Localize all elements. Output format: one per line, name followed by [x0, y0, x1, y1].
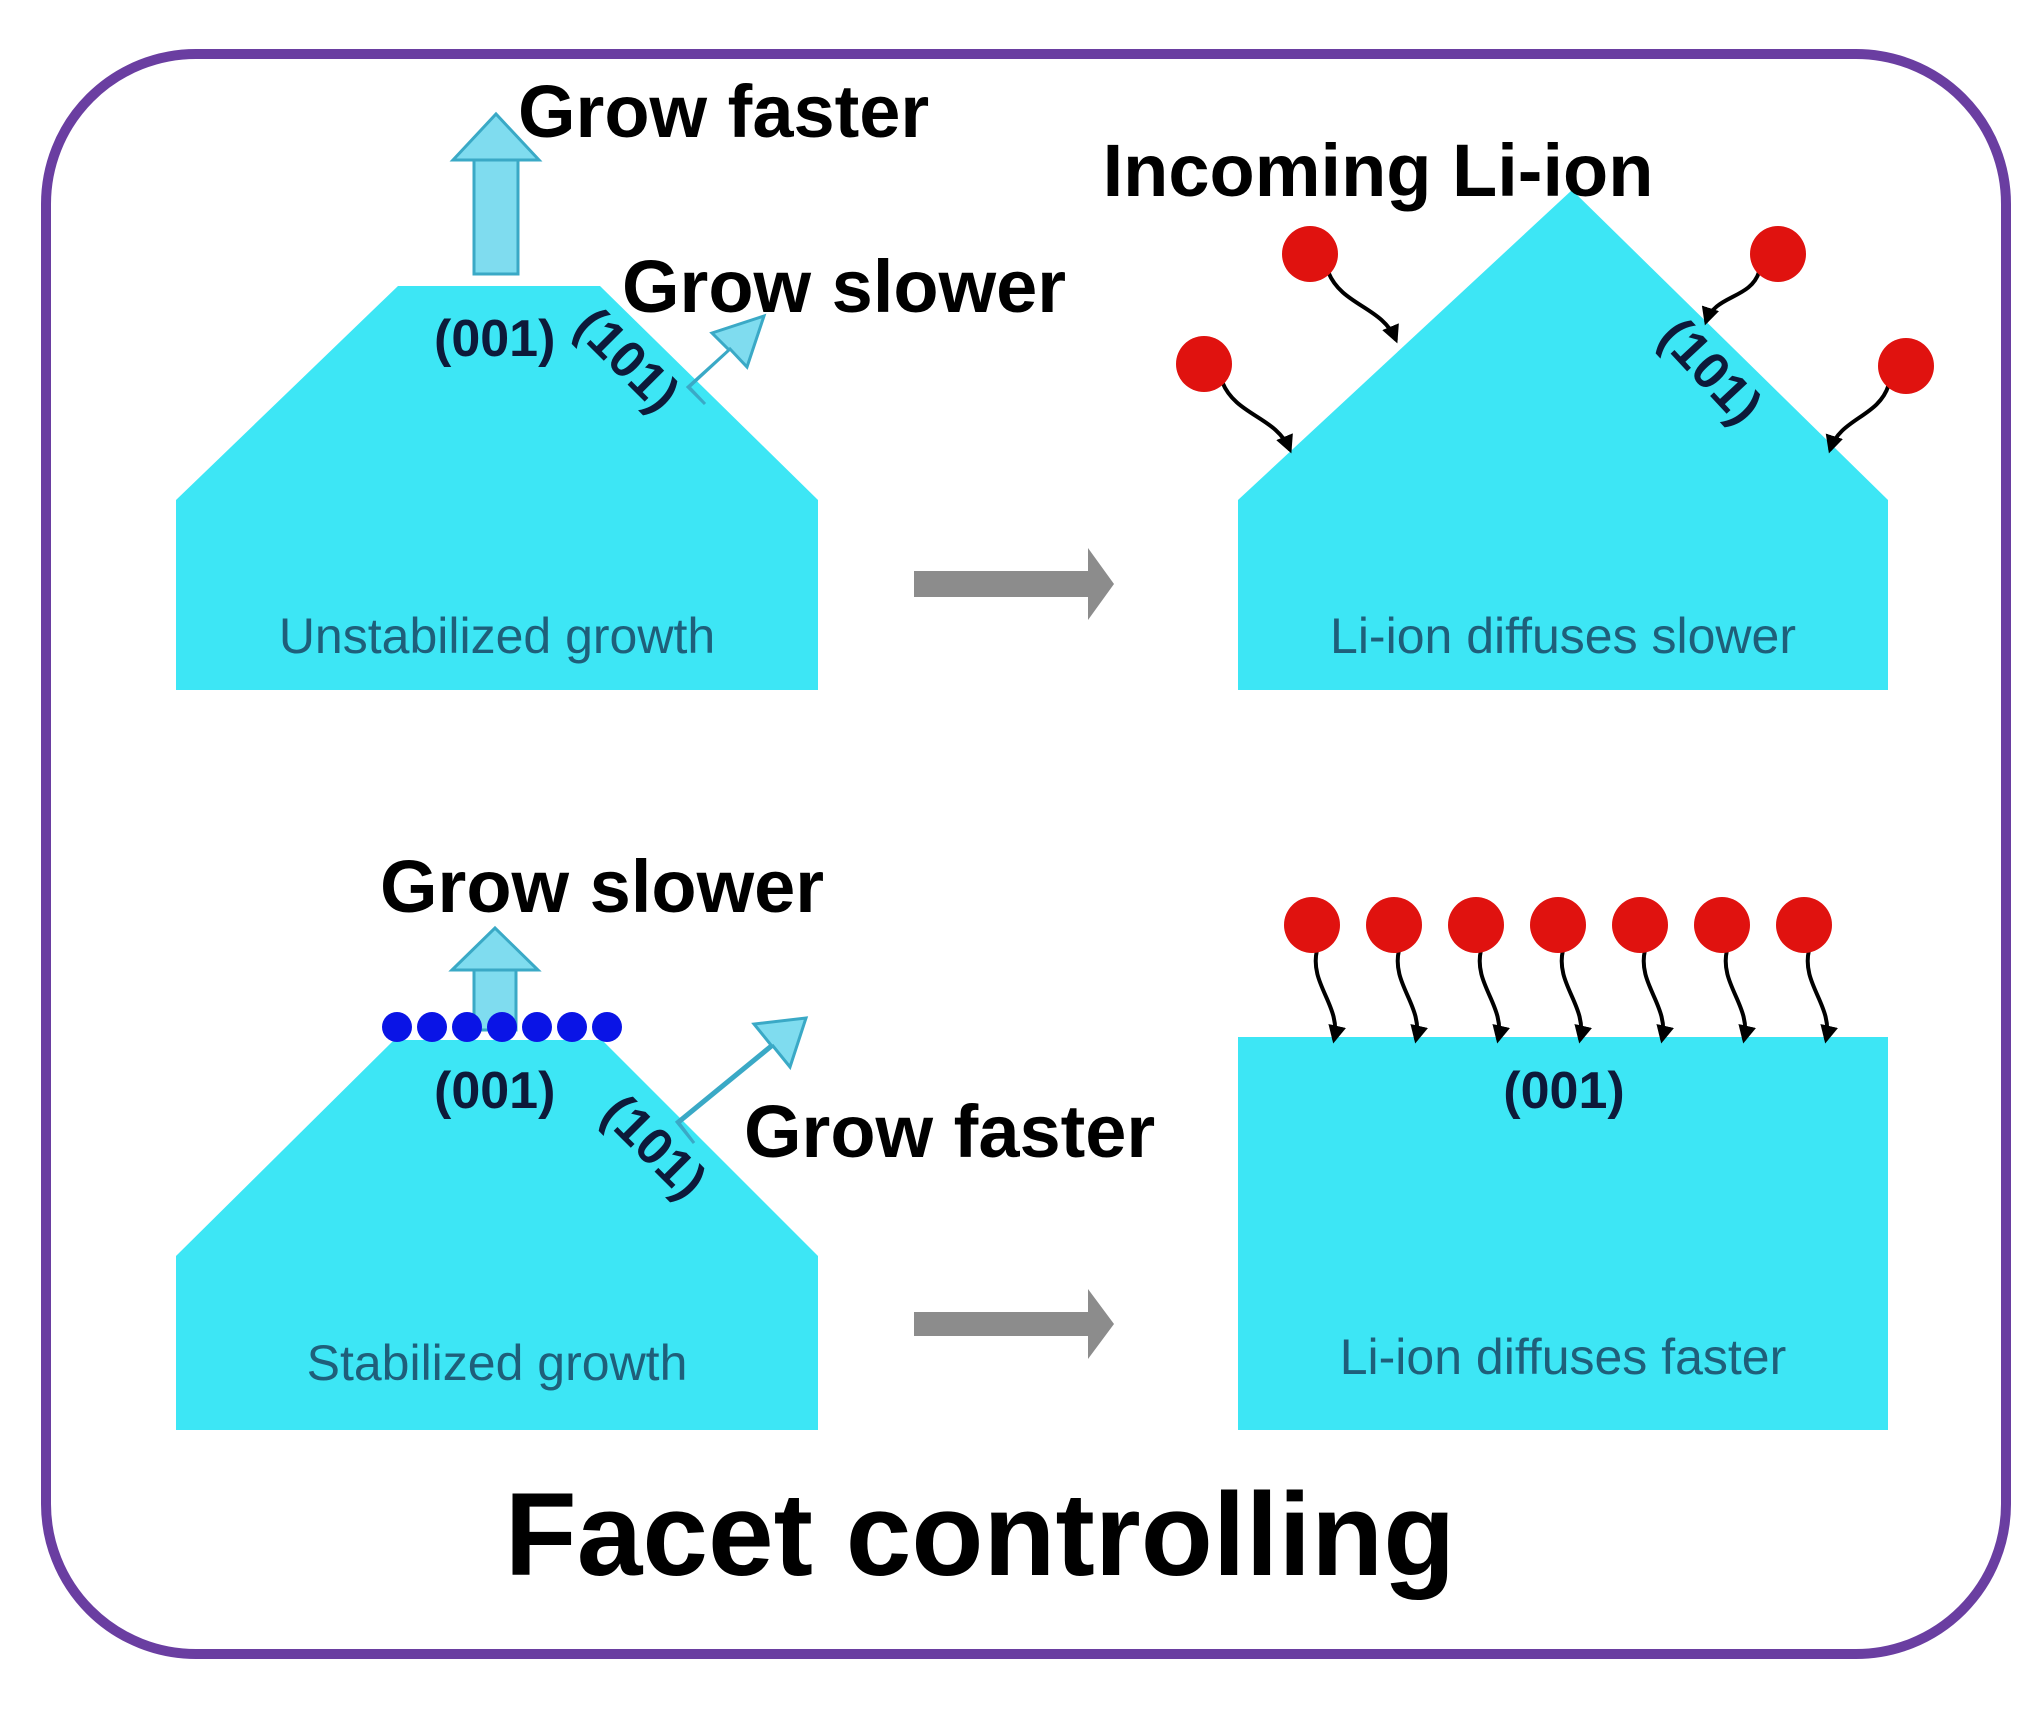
li-ion-ball [1530, 897, 1586, 953]
growth-arrow-diag-faster [674, 1016, 809, 1144]
li-ion-particle [1282, 226, 1399, 344]
li-ion-ball [1282, 226, 1338, 282]
caption-stabilized-growth: Stabilized growth [307, 1335, 688, 1391]
additive-dot [487, 1012, 517, 1042]
li-ion-particle [1284, 897, 1346, 1044]
li-ion-particle [1701, 226, 1806, 326]
growth-arrow-up-faster [472, 156, 520, 276]
li-ion-particle [1694, 897, 1756, 1044]
li-ion-particle [1612, 897, 1674, 1044]
li-ion-particle [1366, 897, 1428, 1044]
li-ion-ball [1776, 897, 1832, 953]
facet-001-label-right: (001) [1503, 1062, 1624, 1120]
li-ion-ball [1284, 897, 1340, 953]
li-ion-ball [1176, 336, 1232, 392]
label-incoming-li-ion: Incoming Li-ion [1103, 129, 1654, 212]
ion-diffusion-arrow [1805, 950, 1838, 1044]
panel-li-ion-diffuses-slower: Incoming Li-ion (101) Li-ion diffuses sl… [1103, 129, 1934, 690]
ion-diffusion-arrow [1220, 381, 1293, 454]
li-ion-particle [1530, 897, 1592, 1044]
ion-diffusion-arrow [1326, 271, 1399, 344]
crystal-stabilized [176, 1040, 818, 1430]
additive-dot [417, 1012, 447, 1042]
additive-dot [382, 1012, 412, 1042]
li-ion-particle [1776, 897, 1838, 1044]
ion-diffusion-arrow [1723, 950, 1756, 1044]
label-grow-faster-top: Grow faster [518, 70, 929, 153]
diagram-title: Facet controlling [505, 1469, 1456, 1601]
additive-dot [522, 1012, 552, 1042]
growth-arrow-diag-slower [685, 313, 767, 406]
facet-001-label: (001) [434, 310, 555, 368]
caption-li-ion-slower: Li-ion diffuses slower [1330, 608, 1796, 664]
li-ion-ball [1612, 897, 1668, 953]
li-ion-ball [1694, 897, 1750, 953]
additive-dot [452, 1012, 482, 1042]
ion-diffusion-arrow [1395, 950, 1428, 1044]
ion-diffusion-arrow [1641, 950, 1674, 1044]
li-ion-ball [1750, 226, 1806, 282]
li-ion-particle [1176, 336, 1293, 454]
panel-unstabilized-growth: Grow faster Grow slower (001) (101) Unst… [176, 70, 1066, 690]
caption-li-ion-faster: Li-ion diffuses faster [1340, 1329, 1787, 1385]
panel-stabilized-growth: Grow slower Grow faster (001) (101) Stab… [176, 845, 1155, 1430]
label-grow-faster-bottom: Grow faster [744, 1090, 1155, 1173]
crystal-pyramid [1238, 190, 1888, 690]
ion-diffusion-arrow [1313, 950, 1346, 1044]
facet-001-label-bottom: (001) [434, 1062, 555, 1120]
li-ion-ball [1448, 897, 1504, 953]
li-ion-particle [1448, 897, 1510, 1044]
label-grow-slower-bottom: Grow slower [380, 845, 824, 928]
caption-unstabilized-growth: Unstabilized growth [279, 608, 715, 664]
li-ion-ball [1878, 338, 1934, 394]
process-arrow-top [914, 548, 1114, 620]
ion-diffusion-arrow [1559, 950, 1592, 1044]
ion-diffusion-arrow [1701, 271, 1762, 326]
ion-diffusion-arrow [1477, 950, 1510, 1044]
outer-frame [41, 49, 2011, 1659]
additive-dot [592, 1012, 622, 1042]
li-ion-particle [1825, 338, 1934, 454]
ion-diffusion-arrow [1825, 384, 1891, 454]
additive-dot [557, 1012, 587, 1042]
additive-molecule-row [382, 1012, 622, 1042]
panel-li-ion-diffuses-faster: (001) Li-ion diffuses faster [1238, 897, 1888, 1430]
process-arrow-bottom [914, 1289, 1114, 1359]
label-grow-slower-top: Grow slower [622, 245, 1066, 328]
crystal-unstabilized [176, 286, 818, 690]
li-ion-ball [1366, 897, 1422, 953]
crystal-flat-001 [1238, 1037, 1888, 1430]
